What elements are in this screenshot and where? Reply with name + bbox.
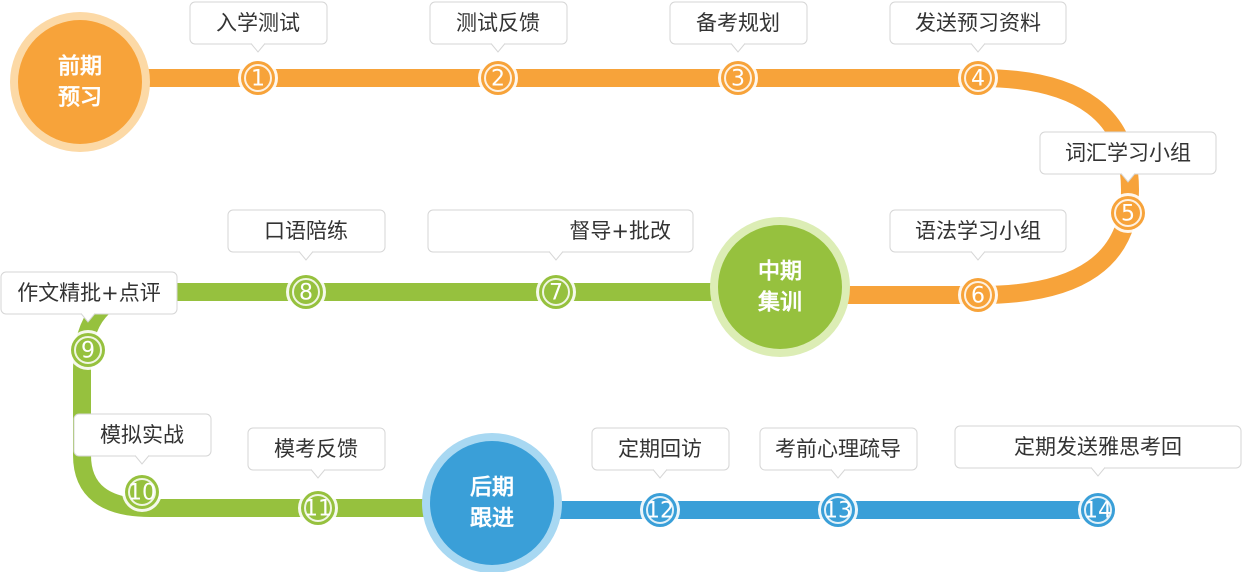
step-label: 定期发送雅思考回: [1014, 435, 1182, 459]
step-number: 5: [1121, 202, 1135, 227]
step-label-pointer: [652, 469, 668, 479]
phase-mid-line1: 中期: [758, 260, 802, 285]
step-label: 模考反馈: [274, 437, 358, 461]
step-node-ring: [646, 496, 674, 524]
step-node-ring: [1084, 496, 1112, 524]
step-9: 作文精批+点评 9: [0, 271, 178, 370]
phase-mid-line2: 集训: [757, 290, 802, 316]
step-number: 14: [1084, 499, 1112, 524]
step-number: 4: [971, 67, 985, 92]
step-number: 7: [549, 281, 563, 306]
step-6: 语法学习小组 6: [889, 209, 1067, 315]
step-node-ring: [484, 64, 512, 92]
step-label: 口语陪练: [264, 219, 348, 243]
step-number: 11: [304, 497, 332, 522]
step-13: 考前心理疏导 13: [759, 427, 918, 530]
step-label: 督导+批改: [569, 219, 671, 243]
step-label: 发送预习资料: [915, 11, 1041, 35]
step-3: 备考规划 3: [669, 1, 808, 98]
step-label: 考前心理疏导: [775, 437, 901, 461]
step-number: 3: [731, 67, 745, 92]
step-5: 词汇学习小组 5: [1039, 131, 1217, 233]
phase-mid: 中期 集训: [710, 217, 850, 357]
step-label: 模拟实战: [100, 423, 184, 447]
step-1: 入学测试 1: [189, 1, 328, 98]
step-label-pointer: [80, 313, 96, 323]
step-label-pointer: [970, 251, 986, 261]
step-node-ring: [128, 478, 156, 506]
phase-early: 前期 预习: [10, 12, 150, 152]
phase-early-line2: 预习: [58, 86, 102, 111]
step-number: 10: [128, 481, 156, 506]
step-label: 词汇学习小组: [1065, 141, 1191, 165]
phase-early-line1: 前期: [58, 54, 102, 80]
step-node-ring: [724, 64, 752, 92]
step-label: 定期回访: [618, 437, 702, 461]
step-number: 6: [971, 284, 985, 309]
step-label: 测试反馈: [456, 11, 540, 35]
step-number: 1: [251, 67, 265, 92]
step-7: 督导+批改 7: [427, 209, 694, 312]
phase-late-line2: 跟进: [470, 507, 514, 532]
step-number: 9: [81, 339, 95, 364]
step-number: 12: [646, 499, 674, 524]
step-label-pointer: [250, 43, 266, 53]
step-label-pointer: [134, 455, 150, 465]
step-label-pointer: [298, 251, 314, 261]
phase-late: 后期 跟进: [422, 433, 562, 572]
step-label-pointer: [730, 43, 746, 53]
step-node-ring: [304, 494, 332, 522]
phase-late-line1: 后期: [470, 476, 514, 501]
step-number: 8: [299, 281, 313, 306]
step-label: 备考规划: [696, 11, 780, 35]
step-14: 定期发送雅思考回 14: [954, 425, 1242, 530]
step-2: 测试反馈 2: [429, 1, 568, 98]
step-number: 2: [491, 67, 505, 92]
step-node-ring: [964, 64, 992, 92]
step-label-pointer: [1120, 173, 1136, 183]
step-node-ring: [292, 278, 320, 306]
step-label-pointer: [830, 469, 846, 479]
step-label-pointer: [310, 469, 326, 479]
step-node-ring: [74, 336, 102, 364]
step-label-pointer: [490, 43, 506, 53]
step-label-pointer: [1090, 467, 1106, 477]
step-label: 入学测试: [216, 11, 300, 35]
track-early-segment: [71, 69, 1140, 304]
step-node-ring: [244, 64, 272, 92]
step-label: 语法学习小组: [915, 219, 1041, 243]
step-node-ring: [542, 278, 570, 306]
step-node-ring: [1114, 199, 1142, 227]
step-12: 定期回访 12: [591, 427, 730, 530]
step-8: 口语陪练 8: [227, 209, 386, 312]
step-node-ring: [824, 496, 852, 524]
step-11: 模考反馈 11: [247, 427, 386, 528]
step-node-ring: [964, 281, 992, 309]
step-label: 作文精批+点评: [17, 281, 161, 305]
step-label-pointer: [970, 43, 986, 53]
step-number: 13: [824, 499, 852, 524]
step-label-pointer: [548, 251, 564, 261]
step-10: 模拟实战 10: [73, 413, 212, 512]
step-4: 发送预习资料 4: [889, 1, 1067, 98]
steps: 入学测试 1 测试反馈 2 备考规划 3 发送预习资料 4 词汇学习小组 5 语法学习小组 6 督导+批…: [0, 1, 1242, 530]
